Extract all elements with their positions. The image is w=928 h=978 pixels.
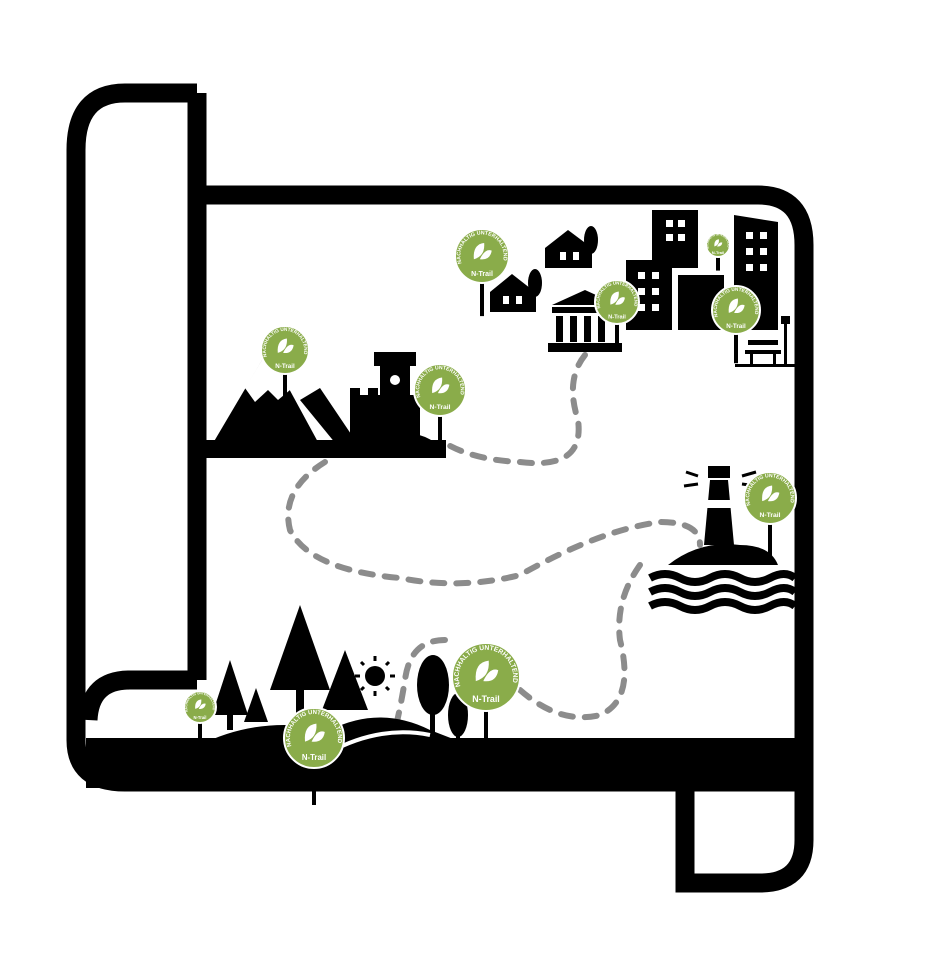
badges-layer: NACHHALTIG UNTERHALTENDN-TrailNACHHALTIG… — [183, 228, 797, 805]
badge-post — [198, 721, 202, 742]
leaf-icon — [728, 298, 739, 313]
lighthouse-icon — [668, 466, 778, 565]
badge-label: N-Trail — [194, 715, 207, 720]
badge-post — [312, 766, 316, 805]
leaf-icon — [304, 723, 317, 742]
leaf-icon — [717, 242, 723, 247]
leaf-icon — [615, 297, 625, 305]
leaf-icon — [762, 485, 773, 502]
badge-label: N-Trail — [608, 314, 626, 320]
badge-post — [484, 709, 488, 754]
badge-post — [734, 332, 738, 364]
park-bench-icon — [735, 316, 795, 367]
leaf-icon — [475, 660, 489, 682]
house-icon — [490, 269, 542, 312]
badge-label: N-Trail — [712, 250, 724, 255]
leaf-icon — [198, 703, 206, 710]
badge-post — [438, 414, 442, 448]
house-icon — [545, 226, 598, 268]
scroll-bottom-band — [86, 738, 813, 788]
badge-label: N-Trail — [471, 271, 493, 278]
badge-post — [615, 322, 619, 351]
badge-label: N-Trail — [302, 753, 326, 762]
leaf-icon — [195, 699, 202, 709]
leaf-icon — [437, 384, 450, 394]
leaf-icon — [479, 250, 492, 260]
badge-label: N-Trail — [759, 512, 780, 519]
sun-icon — [355, 656, 395, 696]
leaf-icon — [311, 731, 325, 742]
leaf-icon — [767, 492, 780, 502]
badge-post — [283, 372, 287, 404]
badge-label: N-Trail — [726, 323, 746, 330]
leaf-icon — [277, 338, 288, 353]
leaf-icon — [283, 344, 294, 354]
leaf-icon — [432, 377, 443, 394]
leaf-icon — [610, 291, 619, 305]
leaf-icon — [714, 239, 720, 247]
dashed-trail — [285, 352, 703, 733]
badge-label: N-Trail — [429, 404, 450, 411]
badge-post — [716, 255, 720, 271]
windows — [638, 220, 767, 311]
forest-icon — [212, 605, 468, 750]
badge-label: N-Trail — [275, 363, 295, 370]
castle-icon — [340, 352, 445, 455]
waves-icon — [648, 570, 798, 614]
leaf-icon — [734, 304, 745, 314]
leaf-icon — [473, 243, 485, 260]
leaf-icon — [483, 669, 499, 682]
badge-label: N-Trail — [472, 694, 499, 704]
badge-post — [768, 522, 772, 556]
badge-post — [480, 281, 484, 317]
